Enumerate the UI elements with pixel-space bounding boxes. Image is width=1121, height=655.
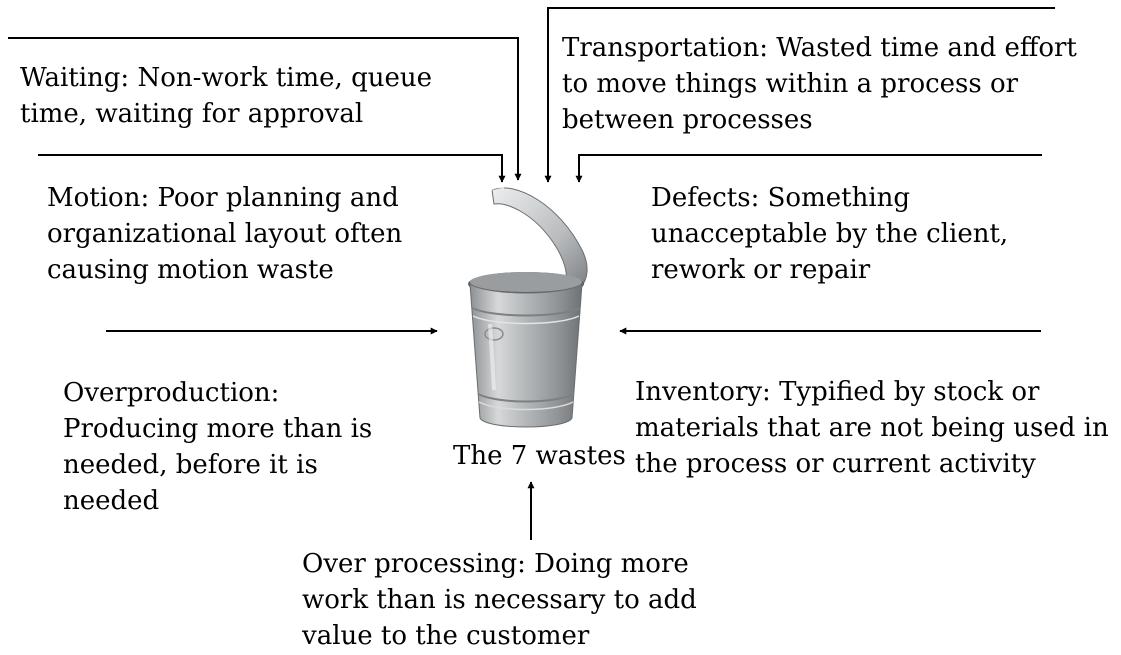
- waste-label-inventory: Inventory: Typified by stock or material…: [635, 377, 1109, 479]
- waiting-arrow: [8, 37, 522, 181]
- trash-can-icon: [468, 186, 588, 428]
- motion-arrow: [38, 154, 506, 183]
- waste-label-transportation: Transportation: Wasted time and effort t…: [562, 33, 1077, 135]
- waste-label-waiting: Waiting: Non-work time, queue time, wait…: [20, 63, 432, 129]
- center-label: The 7 wastes: [453, 441, 626, 471]
- defects-arrow: [575, 154, 1042, 183]
- waste-label-overproduction: Overproduction: Producing more than is n…: [63, 378, 373, 516]
- transportation-arrow: [544, 7, 1055, 183]
- waste-label-defects: Defects: Something unacceptable by the c…: [651, 183, 1009, 285]
- waste-label-overprocessing: Over processing: Doing more work than is…: [302, 549, 697, 651]
- waste-label-motion: Motion: Poor planning and organizational…: [47, 183, 403, 285]
